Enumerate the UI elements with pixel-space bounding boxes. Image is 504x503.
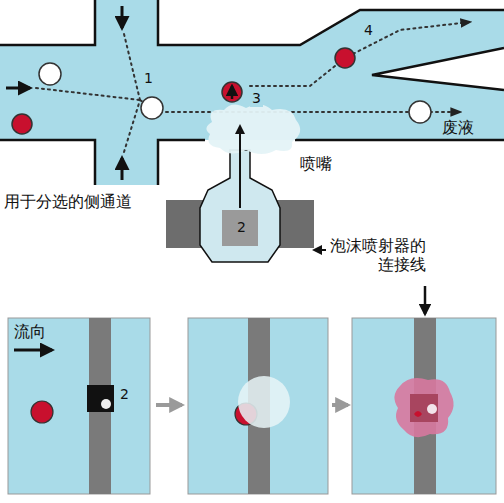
channel-label: 用于分选的侧通道 (4, 192, 132, 211)
step-panel (8, 318, 150, 494)
flow-arrow (14, 349, 52, 352)
outlet-label: 废液 (440, 118, 476, 137)
pointer-arrow (424, 286, 427, 314)
connector-label: 泡沫喷射器的连接线 (330, 236, 426, 274)
microchannel (0, 0, 504, 185)
microchannel (0, 0, 504, 185)
callout-number: 2 (118, 386, 131, 403)
pointer-arrow (314, 249, 326, 251)
inlet-arrow (6, 87, 30, 90)
step-arrow (332, 403, 348, 407)
inlet-arrow (121, 158, 124, 180)
droplet-path (250, 22, 470, 86)
callout-number: 2 (235, 219, 248, 236)
step-panel (8, 318, 496, 494)
nozzle-label: 喷嘴 (300, 154, 332, 173)
panel-droplet (414, 411, 422, 417)
panel-droplet (427, 404, 437, 414)
droplet (12, 114, 32, 134)
microchannel (0, 0, 504, 185)
panel-droplet (87, 385, 114, 412)
droplet (39, 63, 61, 85)
droplet-path (124, 100, 140, 152)
panel-droplet (410, 394, 438, 422)
inlet-arrow (121, 6, 124, 28)
flow-label: 流向 (12, 322, 48, 341)
droplet-path (36, 88, 140, 100)
step-arrow (156, 403, 182, 407)
droplet (409, 101, 431, 123)
push-arrow (231, 86, 234, 99)
sorted-droplet (222, 82, 242, 102)
callout-number: 4 (362, 22, 375, 39)
injection-arrow (239, 126, 241, 208)
callout-number: 1 (142, 70, 155, 87)
step-panel (188, 318, 328, 494)
droplet (141, 97, 163, 119)
step-panel (352, 318, 496, 494)
panel-droplet (238, 376, 290, 428)
panel-droplet (101, 399, 111, 409)
panel-droplet (31, 376, 454, 437)
panel-droplet (31, 401, 53, 423)
inlet-arrow (6, 6, 122, 180)
panel-droplet (394, 378, 453, 437)
droplet-path (124, 34, 140, 100)
nozzle-foam (206, 104, 300, 154)
callout-number: 3 (250, 90, 263, 107)
droplet (335, 48, 355, 68)
injector-core (222, 210, 258, 246)
